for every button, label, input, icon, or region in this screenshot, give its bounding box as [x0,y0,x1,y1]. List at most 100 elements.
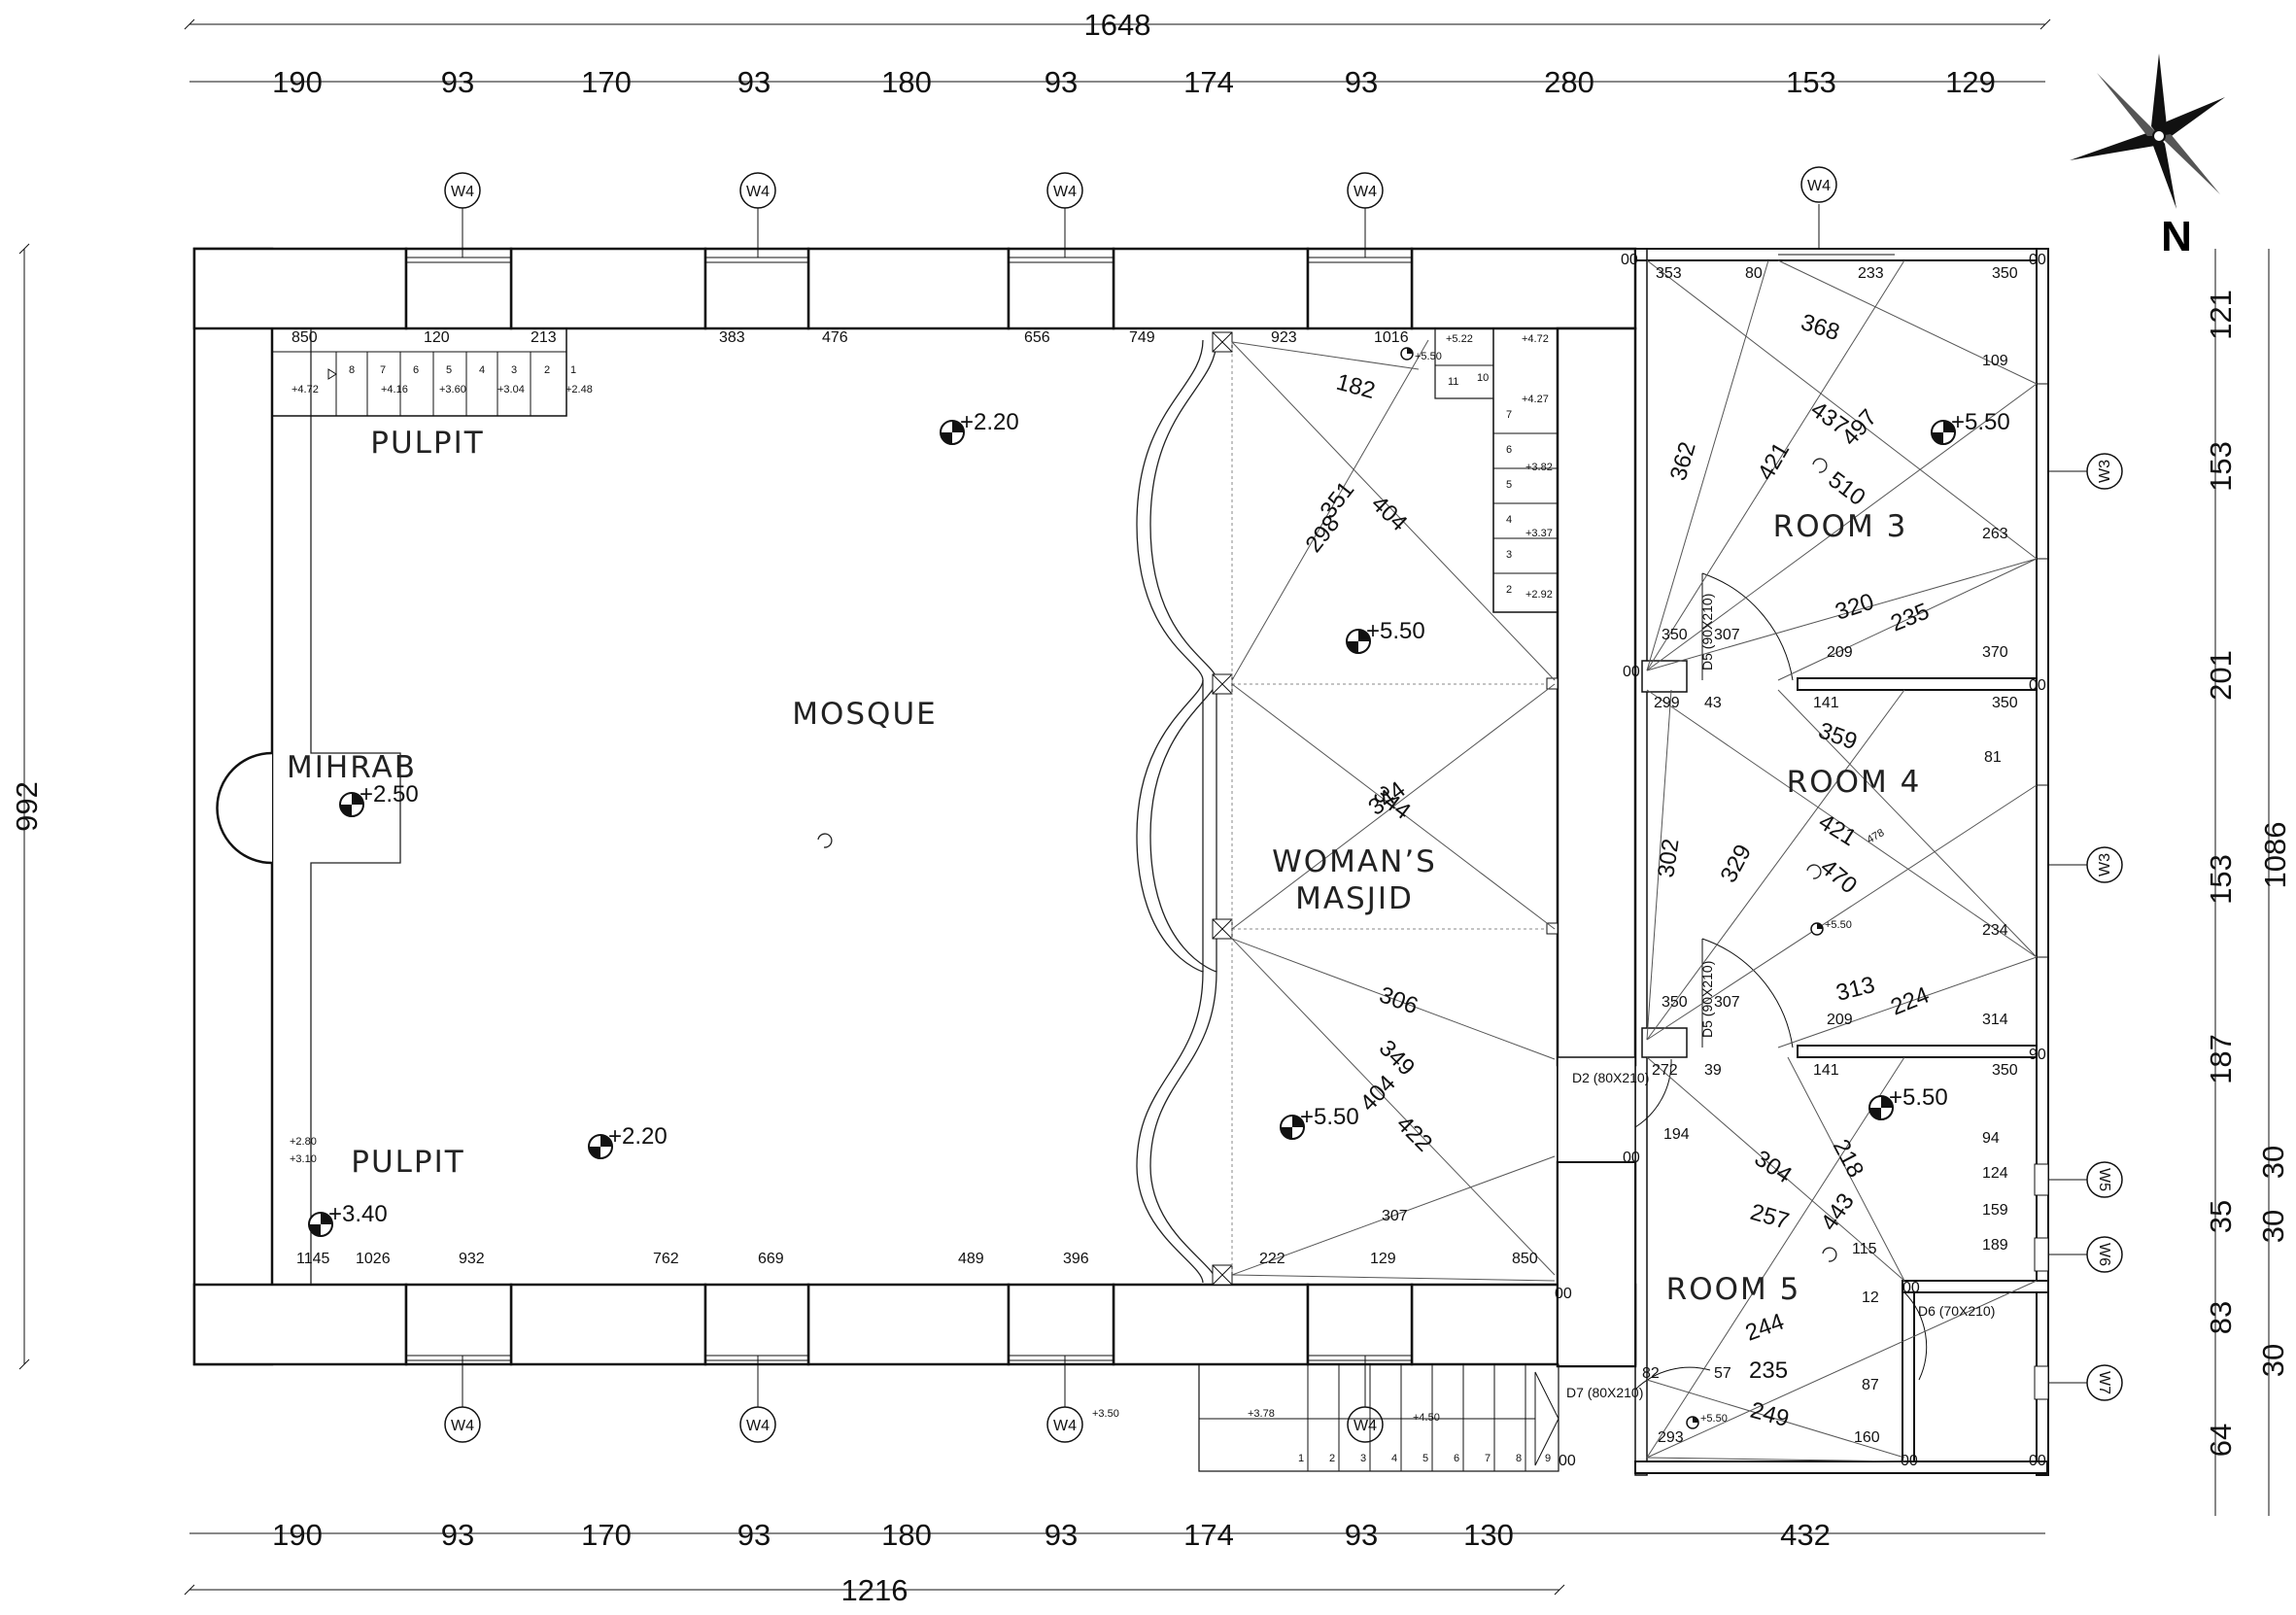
rotation-icons [817,458,1837,1262]
offset-label: 293 [1658,1429,1684,1446]
window-glazing [406,257,1412,1361]
diag-label: 302 [1653,837,1684,878]
top-total-label: 1648 [1084,8,1151,42]
right-total-label: 1086 [2258,822,2292,889]
top-dim-10: 153 [1786,65,1836,99]
diag-label: 249 [1747,1397,1792,1432]
top-segment-dimensions: 190 93 170 93 180 93 174 93 280 153 129 [189,65,2045,99]
offset-label: 209 [1827,1012,1853,1028]
stair-step-num: 1 [1298,1453,1304,1464]
diag-label: 443 [1816,1188,1860,1235]
offset-label: 141 [1813,1062,1839,1079]
stair-step-num: 7 [1506,409,1512,421]
stair-step-num: 3 [511,364,517,376]
w4-tag: W4 [1807,178,1831,194]
level-text: +3.37 [1525,528,1553,539]
offset-label: 350 [1992,1062,2018,1079]
offset-label: 850 [291,329,318,346]
diag-label: 368 [1798,309,1842,346]
door-label: D6 (70X210) [1918,1303,1995,1319]
door-label: D5 (90X210) [1699,594,1715,670]
level-text: +2.20 [608,1123,668,1150]
level-text: +5.50 [1700,1413,1728,1425]
offset-label: 160 [1854,1429,1880,1446]
diag-label: 421 [1814,808,1861,851]
room-label-pulpit-top: PULPIT [370,426,484,461]
corner-mark: 00 [1623,664,1640,680]
diag-label: 404 [1355,1070,1401,1117]
offset-label: 120 [424,329,450,346]
offset-label: 307 [1714,627,1740,643]
w3-tag: W3 [2097,460,2113,483]
diag-label: 224 [1887,982,1933,1021]
offset-label: 350 [1662,627,1688,643]
door-swings [1634,572,1928,1391]
women-stair: 7 6 5 4 3 2 11 10 [1434,327,1559,613]
level-marker-icon [1931,420,1956,445]
corner-mark: 00 [1559,1453,1576,1469]
stair-step-num: 6 [1454,1453,1459,1464]
w6-tag: W6 [2096,1243,2112,1266]
level-text: +3.04 [497,384,525,395]
right-dim: 153 [2204,441,2238,492]
stair-step-num: 11 [1448,376,1458,388]
bottom-dim: 180 [881,1518,932,1552]
corner-mark: 00 [2029,677,2046,694]
diag-label: 422 [1391,1111,1437,1156]
wall-offset-labels: 850 120 213 383 476 656 749 923 1016 114… [291,265,2018,1446]
measurement-lines [1231,259,2038,1462]
level-marker-icon [308,1212,333,1237]
offset-label: 81 [1984,749,2002,766]
offset-label: 350 [1662,994,1688,1011]
offset-label: 350 [1992,695,2018,711]
level-marker-icon [1868,1095,1894,1120]
diag-label: 235 [1887,599,1933,637]
bottom-dim: 130 [1463,1518,1514,1552]
right-dim: 187 [2204,1034,2238,1084]
level-marker-icon [588,1134,613,1159]
diag-label: 304 [1750,1146,1797,1189]
right-dim: 30 [2256,1344,2290,1377]
stair-step-num: 7 [1485,1453,1491,1464]
w4-tag: W4 [746,1418,770,1434]
diag-label: 320 [1833,589,1877,626]
corner-mark: 00 [1621,252,1638,268]
bottom-total-label: 1216 [841,1573,908,1607]
stair-step-num: 7 [380,364,386,376]
diag-label: 478 [1866,827,1887,846]
stair-step-num: 10 [1477,372,1489,384]
pulpit-stair-top: 8 7 6 5 4 3 2 1 [271,327,576,417]
stair-step-num: 8 [1516,1453,1522,1464]
stair-step-num: 3 [1360,1453,1366,1464]
stair-step-num: 4 [479,364,485,376]
left-dimension: 992 [10,243,44,1370]
north-arrow-icon: N [2070,53,2225,260]
offset-label: 299 [1654,695,1680,711]
bottom-dim: 93 [1345,1518,1378,1552]
diag-label: 235 [1749,1357,1788,1384]
w4-tag: W4 [1053,1418,1077,1434]
stair-step-num: 2 [1329,1453,1335,1464]
offset-label: 923 [1271,329,1297,346]
stair-step-num: 5 [1506,479,1512,491]
bottom-dim: 174 [1183,1518,1234,1552]
level-text: +2.80 [290,1136,317,1148]
room-label-mihrab: MIHRAB [287,750,417,785]
offset-label: 129 [1370,1251,1396,1267]
door-labels: D5 (90X210) D5 (90X210) D2 (80X210) D6 (… [1566,594,1995,1400]
window-tags-top: W4 W4 W4 W4 W4 [444,166,1837,258]
corner-mark: 00 [2029,1453,2046,1469]
corner-mark: 00 [1902,1280,1920,1296]
bottom-segment-dimensions: 190 93 170 93 180 93 174 93 130 432 [189,1518,2045,1552]
stair-step-num: 8 [349,364,355,376]
window-tags-right: W3 W3 W5 W6 W7 [2048,453,2123,1401]
right-dim: 30 [2256,1146,2290,1179]
level-text: +3.78 [1248,1408,1275,1420]
level-text: +3.82 [1525,462,1553,473]
offset-label: 669 [758,1251,784,1267]
level-text: +2.48 [565,384,593,395]
diag-label: 313 [1833,972,1877,1007]
diag-label: 244 [1742,1309,1788,1347]
stair-step-num: 6 [1506,444,1512,456]
offset-label: 350 [1992,265,2018,282]
